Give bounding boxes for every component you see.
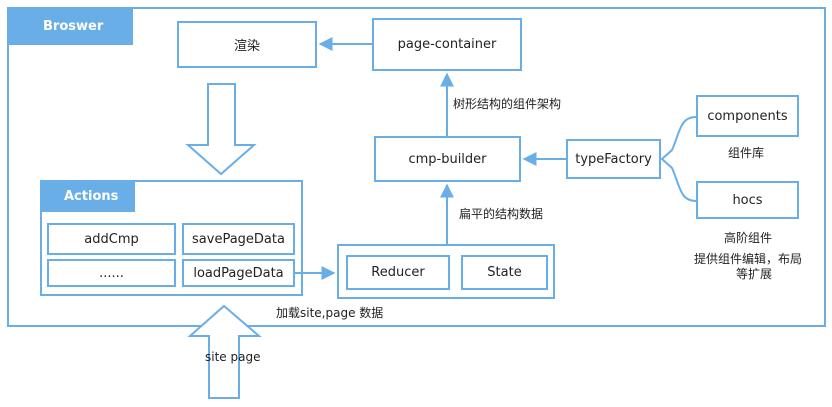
load-data-label: 加载site,page 数据	[276, 306, 384, 320]
render-down-arrow	[185, 83, 257, 176]
hocs-node: hocs	[696, 181, 799, 219]
site-page-up-arrow	[187, 304, 262, 399]
tree-arch-label: 树形结构的组件架构	[453, 97, 562, 111]
cmp-builder-node: cmp-builder	[374, 136, 521, 182]
browser-frame	[7, 7, 826, 327]
action-item-loadpagedata: loadPageData	[182, 259, 295, 287]
store-frame	[337, 244, 555, 299]
actions-frame	[40, 180, 303, 296]
reducer-node: Reducer	[346, 255, 450, 290]
site-page-label: site page	[205, 350, 261, 364]
component-lib-label: 组件库	[728, 146, 765, 160]
hoc-desc-line-1: 提供组件编辑，布局	[694, 252, 803, 266]
actions-title: Actions	[40, 180, 135, 212]
flat-data-label: 扁平的结构数据	[459, 207, 544, 221]
page-container-node: page-container	[372, 18, 522, 71]
action-item-addcmp: addCmp	[47, 223, 176, 255]
action-item-ellipsis: ......	[47, 259, 176, 287]
type-factory-node: typeFactory	[566, 139, 661, 179]
render-node: 渲染	[177, 21, 317, 68]
hoc-title-label: 高阶组件	[724, 231, 773, 245]
state-node: State	[461, 255, 548, 290]
brace-connector	[660, 116, 697, 202]
hoc-desc-line-2: 等扩展	[736, 267, 773, 281]
components-node: components	[696, 95, 799, 137]
action-item-savepagedata: savePageData	[182, 223, 295, 255]
browser-title: Broswer	[7, 7, 133, 45]
